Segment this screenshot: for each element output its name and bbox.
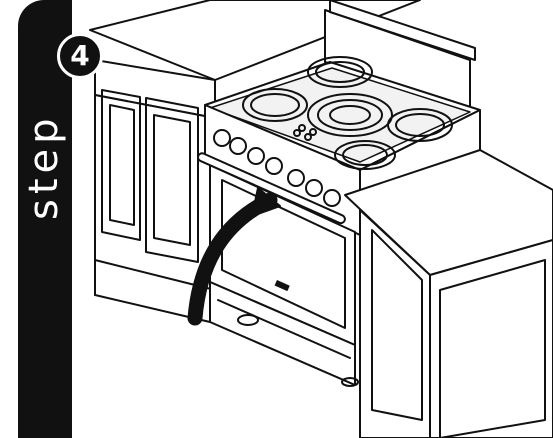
range-knob-icon	[306, 180, 322, 196]
range-knob-icon	[230, 138, 246, 154]
range-knob-icon	[266, 158, 282, 174]
range-knob-icon	[214, 130, 230, 146]
range-knob-icon	[324, 190, 340, 206]
right-counter	[345, 150, 553, 438]
step-number-badge: 4	[57, 33, 103, 79]
range-knob-icon	[288, 170, 304, 186]
range-knob-icon	[248, 148, 264, 164]
step-label: step	[14, 100, 74, 220]
